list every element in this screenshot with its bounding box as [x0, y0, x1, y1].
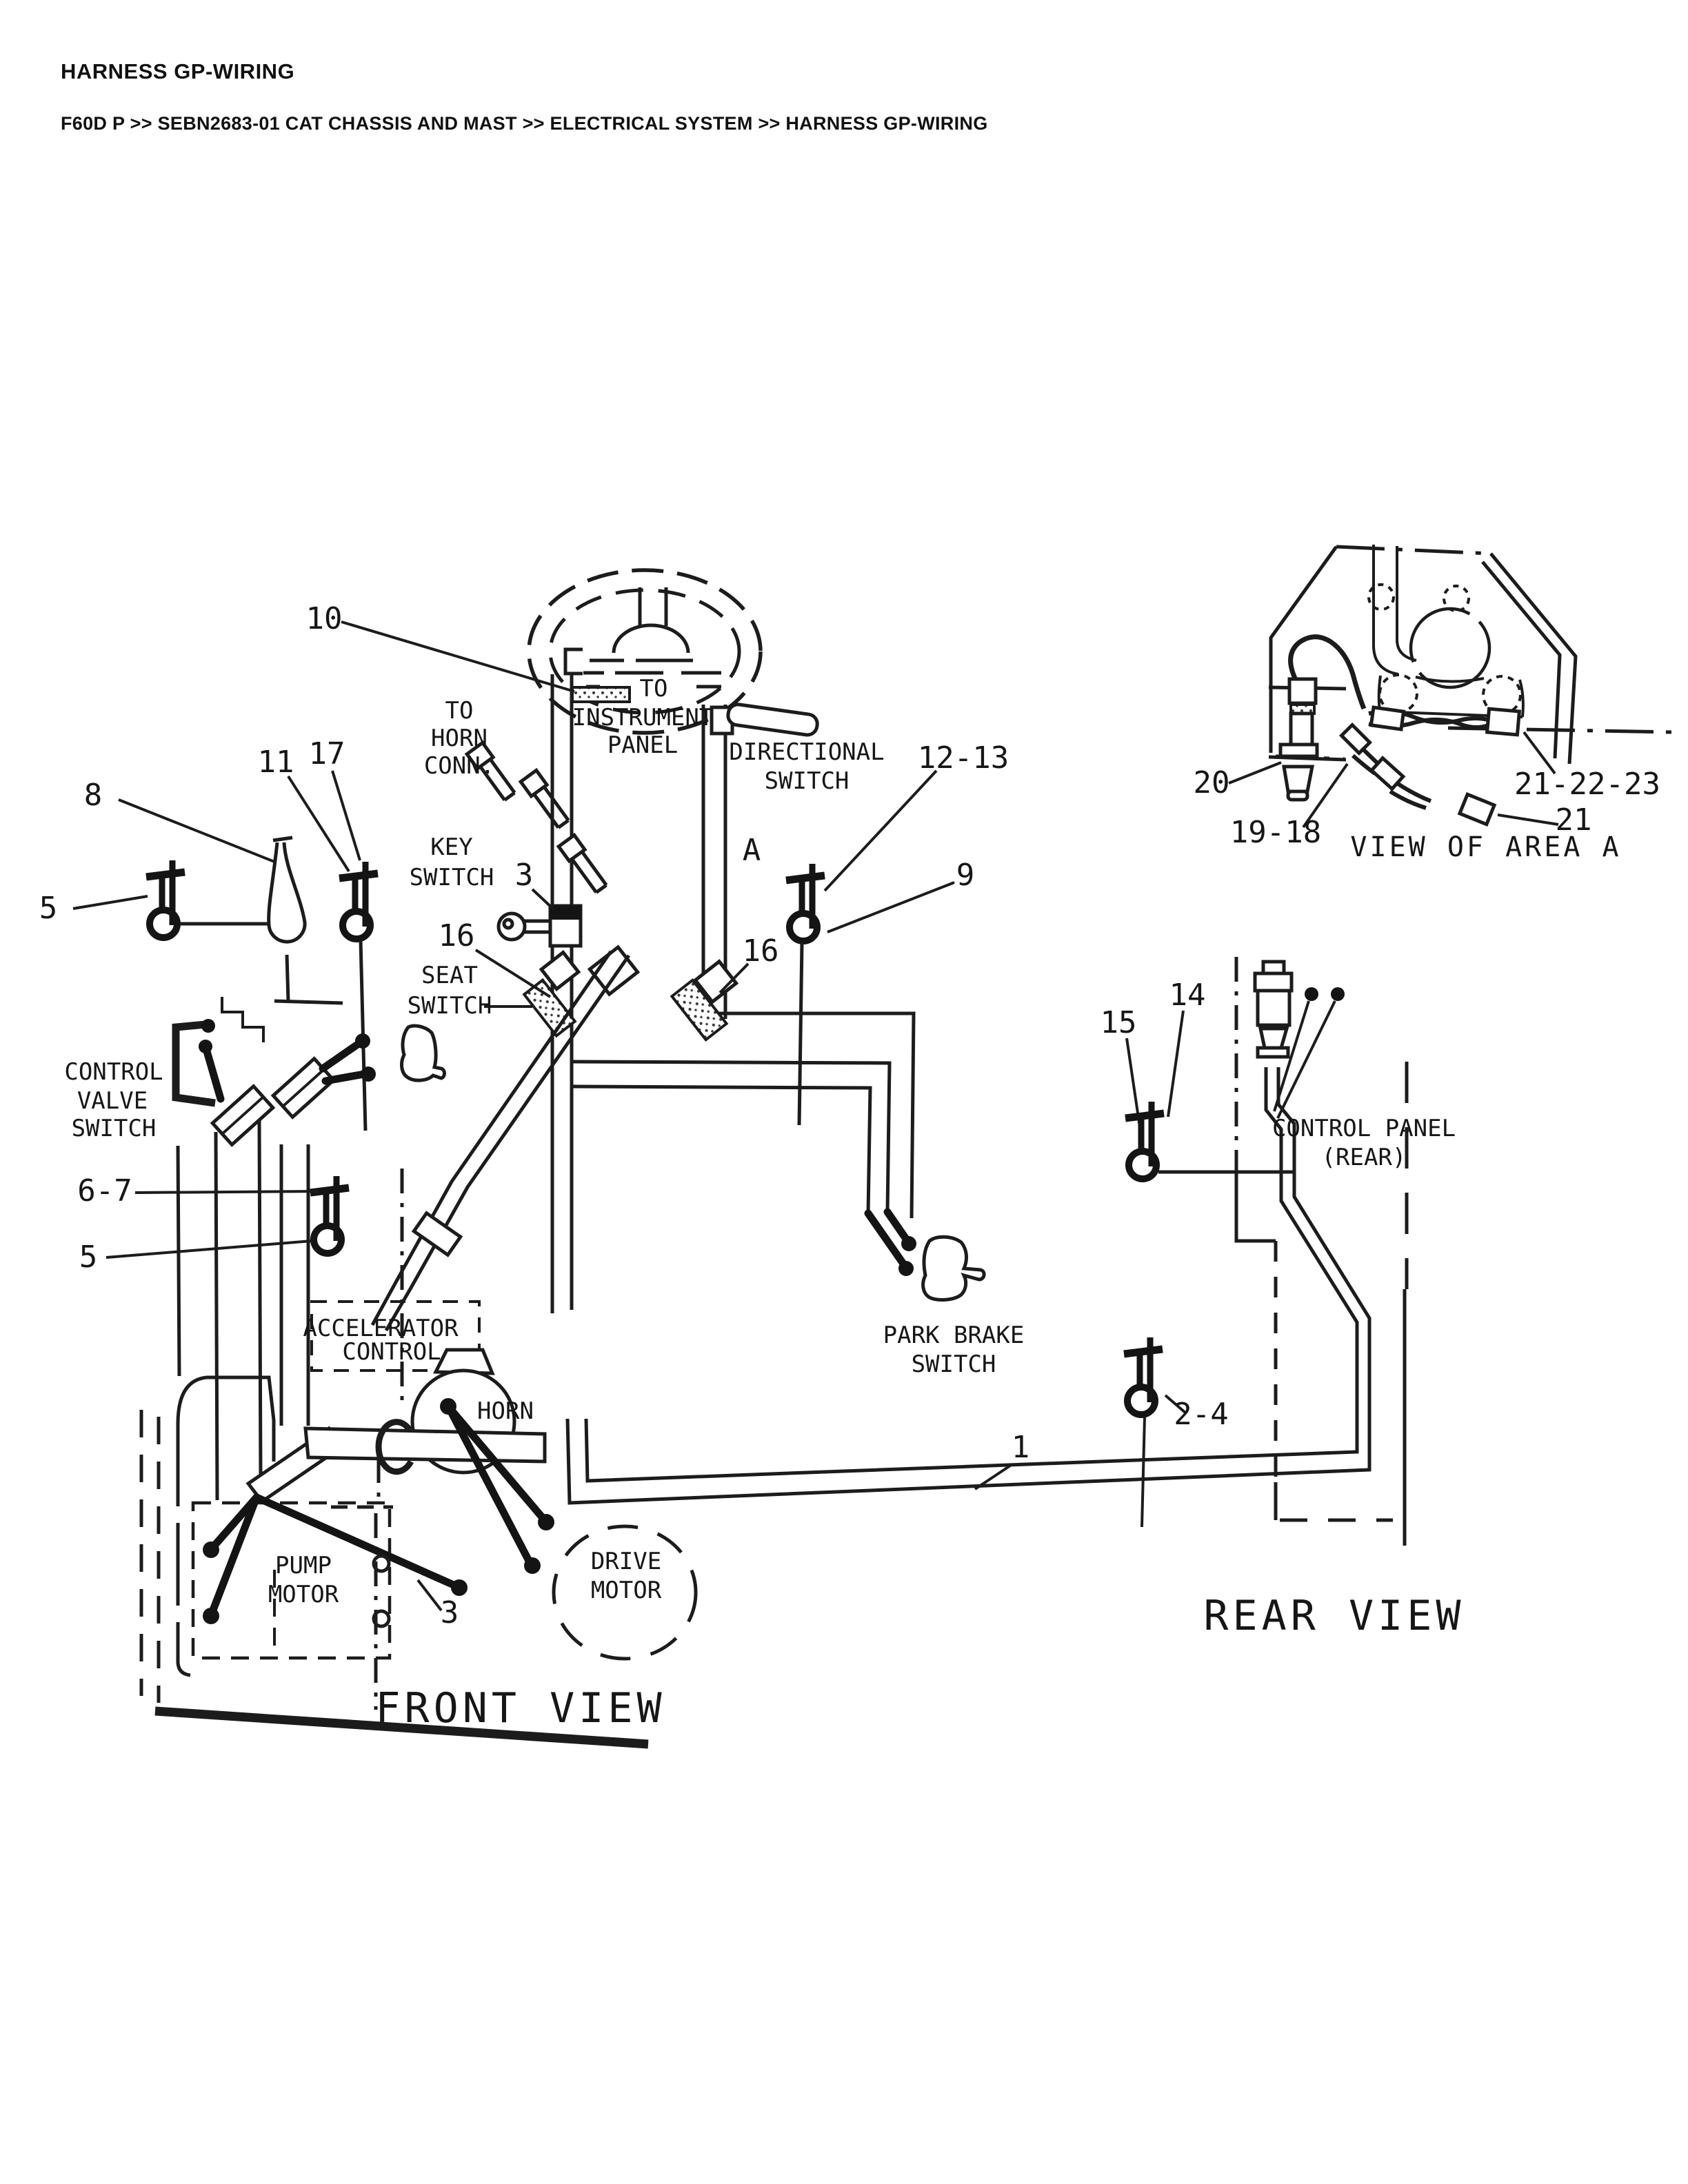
callout-11: 11: [258, 745, 294, 780]
main-harness-run: [565, 1067, 1372, 1505]
seat-switch-body: [400, 1024, 446, 1082]
park-brake-switch-label: SWITCH: [912, 1351, 996, 1378]
callout-5: 5: [79, 1240, 98, 1275]
pump-motor-label: PUMP: [275, 1552, 332, 1579]
drive-motor-label: MOTOR: [591, 1577, 662, 1604]
directional-switch-label: SWITCH: [765, 767, 850, 795]
mounting-bolts: [464, 740, 608, 894]
page-title: HARNESS GP-WIRING: [61, 59, 295, 83]
front-view-labels: 10 TO HORN CONN. TO INSTRUMENT PANEL DIR…: [39, 601, 1456, 1732]
rear-view-area: 20 19-18 21-22-23 21 VIEW OF AREA A REAR…: [1194, 545, 1673, 1640]
callout-12-13: 12-13: [918, 740, 1009, 776]
front-view: 10 TO HORN CONN. TO INSTRUMENT PANEL DIR…: [39, 568, 1456, 1749]
callout-5: 5: [39, 891, 58, 926]
key-switch-label: KEY: [430, 833, 472, 861]
diagonal-harness: [370, 950, 631, 1332]
breadcrumb[interactable]: F60D P >> SEBN2683-01 CAT CHASSIS AND MA…: [61, 113, 988, 134]
key-switch-icon: [496, 904, 583, 948]
horn-and-beams: [245, 1348, 547, 1504]
pump-motor-box: [191, 1501, 392, 1660]
seat-switch-label: SWITCH: [408, 992, 492, 1020]
callout-20: 20: [1194, 765, 1230, 800]
to-horn-conn-label: HORN: [431, 725, 488, 752]
to-horn-conn-label: CONN.: [424, 752, 494, 780]
motor-wires: [203, 1402, 554, 1628]
to-instrument-panel-label: TO: [640, 675, 668, 702]
callout-16: 16: [743, 933, 779, 969]
seat-switch-connectors: [522, 944, 739, 1042]
to-instrument-panel-label: PANEL: [607, 731, 678, 759]
callout-3: 3: [441, 1595, 459, 1630]
callout-2-4: 2-4: [1174, 1397, 1228, 1432]
control-valve-switch-cluster: [172, 997, 446, 1147]
wire-loop: [267, 842, 307, 944]
front-view-caption: FRONT VIEW: [375, 1684, 665, 1732]
rear-view-labels: 20 19-18 21-22-23 21 VIEW OF AREA A REAR…: [1194, 765, 1660, 1640]
accelerator-control-label: CONTROL: [342, 1338, 441, 1366]
to-instrument-panel-label: INSTRUMENT: [572, 704, 714, 731]
park-brake-harness-runs: [572, 1011, 986, 1302]
harness-clips-left: [146, 860, 825, 1253]
pump-motor-label: MOTOR: [268, 1581, 339, 1608]
harness-trunk-lines: [176, 1119, 310, 1501]
drive-motor-circle: [552, 1524, 698, 1661]
callout-21: 21: [1556, 802, 1592, 838]
directional-switch-lever: [726, 702, 819, 737]
callout-3: 3: [515, 858, 534, 893]
callout-8: 8: [84, 778, 103, 813]
ground-line: [154, 1706, 649, 1749]
callout-9: 9: [956, 858, 975, 893]
rear-view-caption: REAR VIEW: [1203, 1592, 1465, 1640]
park-brake-switch-label: PARK BRAKE: [883, 1322, 1025, 1349]
rear-harness-cable: [1288, 634, 1522, 827]
leader-lines: [72, 620, 1187, 1612]
callout-19-18: 19-18: [1230, 815, 1321, 850]
horn-bell: [433, 1348, 495, 1375]
control-valve-switch-label: SWITCH: [72, 1115, 157, 1142]
steering-wheel-icon: [527, 568, 763, 735]
instrument-panel-column: [550, 647, 819, 1313]
control-valve-switch-label: CONTROL: [64, 1058, 163, 1086]
accelerator-control-label: ACCELERATOR: [303, 1315, 459, 1342]
cross-beam: [303, 1426, 547, 1464]
rear-connector-stack: [1268, 677, 1347, 802]
control-panel-rear-label: (REAR): [1322, 1144, 1407, 1171]
panel-hatch-strip: [571, 686, 631, 703]
rear-leader-lines: [1228, 731, 1559, 829]
control-panel-rear-label: CONTROL PANEL: [1272, 1115, 1456, 1142]
callout-17: 17: [309, 736, 345, 771]
callout-14: 14: [1169, 978, 1206, 1013]
callout-10: 10: [306, 601, 343, 636]
park-brake-switch-body: [921, 1235, 986, 1302]
callout-1: 1: [1012, 1430, 1030, 1465]
area-a-marker: A: [743, 833, 761, 868]
horn-label: HORN: [477, 1397, 534, 1425]
chassis-outline: [139, 1375, 392, 1703]
callout-15: 15: [1101, 1005, 1137, 1040]
drive-motor-label: DRIVE: [591, 1548, 661, 1575]
to-horn-conn-label: TO: [445, 697, 474, 725]
callout-16: 16: [439, 918, 475, 953]
seat-switch-label: SEAT: [421, 962, 478, 989]
control-valve-switch-label: VALVE: [77, 1087, 148, 1115]
key-switch-label: SWITCH: [410, 864, 494, 891]
beam-ring-clamp: [375, 1419, 414, 1475]
rear-panel-outline: [1269, 545, 1673, 765]
callout-6-7: 6-7: [77, 1173, 132, 1209]
callout-21-22-23: 21-22-23: [1514, 767, 1660, 802]
view-of-area-caption: VIEW OF AREA A: [1350, 831, 1621, 863]
control-panel-rear-connector: [1124, 957, 1409, 1546]
directional-switch-label: DIRECTIONAL: [729, 738, 884, 766]
